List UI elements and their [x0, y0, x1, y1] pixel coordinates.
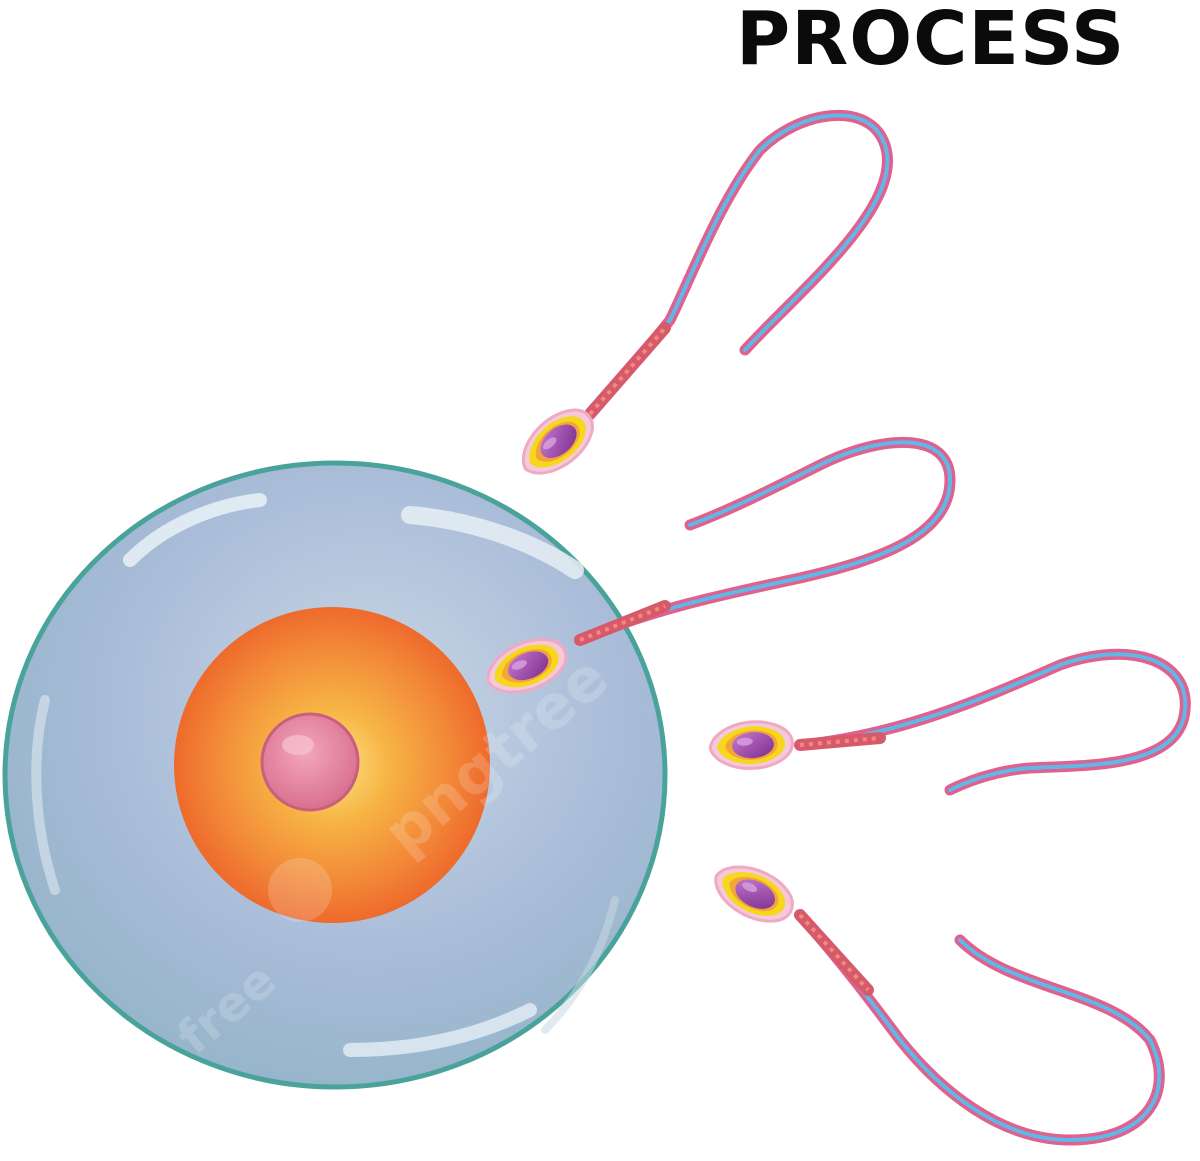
- sperm-cell-icon: [706, 648, 1191, 796]
- sperm-cell-icon: [704, 853, 1165, 1146]
- nucleus-icon: [174, 607, 490, 923]
- sperm-cell-icon: [509, 109, 893, 489]
- page-title: PROCESS: [736, 0, 1126, 82]
- sperm-cell-icon: [478, 437, 956, 705]
